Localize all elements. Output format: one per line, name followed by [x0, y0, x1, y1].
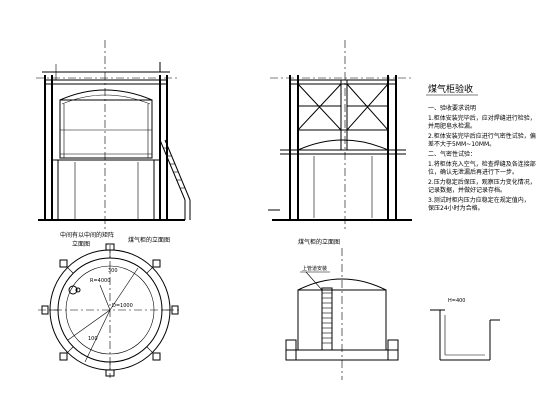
note-line: 二、气密性试验： — [428, 150, 476, 158]
notes-block: 一、验收要求说明 1.柜体安装完毕后，应对焊缝进行检验， 并用肥皂水检漏。 2.… — [428, 104, 536, 212]
note-line: 1.柜体安装完毕后，应对焊缝进行检验， — [428, 114, 536, 122]
note-line: 差不大于5MM~10MM。 — [428, 140, 495, 148]
dim-small-label: 300 — [108, 268, 118, 274]
section-tag-label: 上管道安装 — [302, 265, 327, 272]
caption-mid-left: 煤气柜的立面图 — [128, 236, 170, 244]
detail-dim-label: H=400 — [448, 298, 466, 304]
note-line: 一、验收要求说明 — [428, 104, 476, 112]
plan-view: D=1000 R=4000 300 100 — [38, 243, 182, 378]
note-line: 位，确认无泄漏后再进行下一步。 — [428, 168, 518, 176]
note-line: 2.压力稳定后保压，观察压力变化情况， — [428, 178, 536, 186]
caption-mid-right: 煤气柜的立面图 — [298, 238, 340, 246]
dim-side-label: 100 — [88, 336, 98, 342]
left-elevation — [36, 40, 191, 232]
dim-diameter-label: D=1000 — [112, 303, 133, 309]
detail-view: H=400 — [430, 298, 500, 361]
note-line: 记录数据，并做好记录存档。 — [428, 186, 506, 194]
caption-left-1: 中间有以中间的矩阵 — [60, 231, 114, 239]
section-view: 上管道安装 — [285, 248, 399, 380]
note-line: 2.柜体安装完毕后应进行气密性试验，偏 — [428, 132, 536, 140]
note-line: 1.将柜体充入空气，检查焊缝及各连接部 — [428, 160, 536, 168]
dim-radius-label: R=4000 — [90, 278, 110, 284]
note-line: 3.测试时柜内压力应稳定在规定值内， — [428, 196, 530, 204]
caption-left-2: 立面图 — [72, 240, 90, 248]
note-line: 并用肥皂水检漏。 — [428, 122, 476, 130]
note-line: 保压24小时为合格。 — [428, 204, 484, 212]
page-title: 煤气柜验收 — [428, 83, 473, 95]
middle-elevation — [268, 40, 412, 232]
